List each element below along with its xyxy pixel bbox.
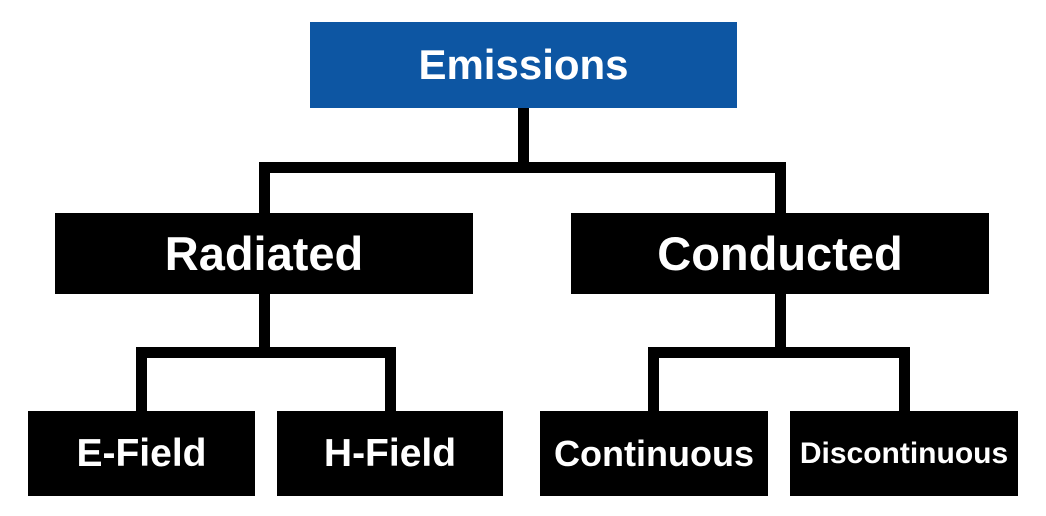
connector-conducted-stub	[775, 294, 786, 354]
node-e-field-label: E-Field	[76, 431, 207, 475]
node-discontinuous: Discontinuous	[790, 411, 1018, 496]
node-radiated-label: Radiated	[164, 227, 364, 280]
connector-radiated-stub	[259, 294, 270, 354]
connector-level1-bar	[259, 162, 786, 173]
node-discontinuous-label: Discontinuous	[799, 436, 1009, 470]
node-emissions: Emissions	[310, 22, 737, 108]
node-e-field: E-Field	[28, 411, 255, 496]
connector-drop-conducted	[775, 162, 786, 213]
connector-drop-discontinuous	[899, 347, 910, 411]
connector-drop-continuous	[648, 347, 659, 411]
node-h-field-label: H-Field	[323, 431, 457, 475]
connector-drop-efield	[136, 347, 147, 411]
node-continuous-label: Continuous	[554, 432, 754, 474]
node-continuous: Continuous	[540, 411, 768, 496]
connector-conducted-bar	[648, 347, 910, 358]
connector-radiated-bar	[136, 347, 396, 358]
connector-drop-hfield	[385, 347, 396, 411]
node-conducted: Conducted	[571, 213, 989, 294]
connector-root-stub	[518, 108, 529, 168]
node-emissions-label: Emissions	[418, 41, 629, 88]
connector-drop-radiated	[259, 162, 270, 213]
node-h-field: H-Field	[277, 411, 503, 496]
node-conducted-label: Conducted	[657, 227, 903, 280]
node-radiated: Radiated	[55, 213, 473, 294]
